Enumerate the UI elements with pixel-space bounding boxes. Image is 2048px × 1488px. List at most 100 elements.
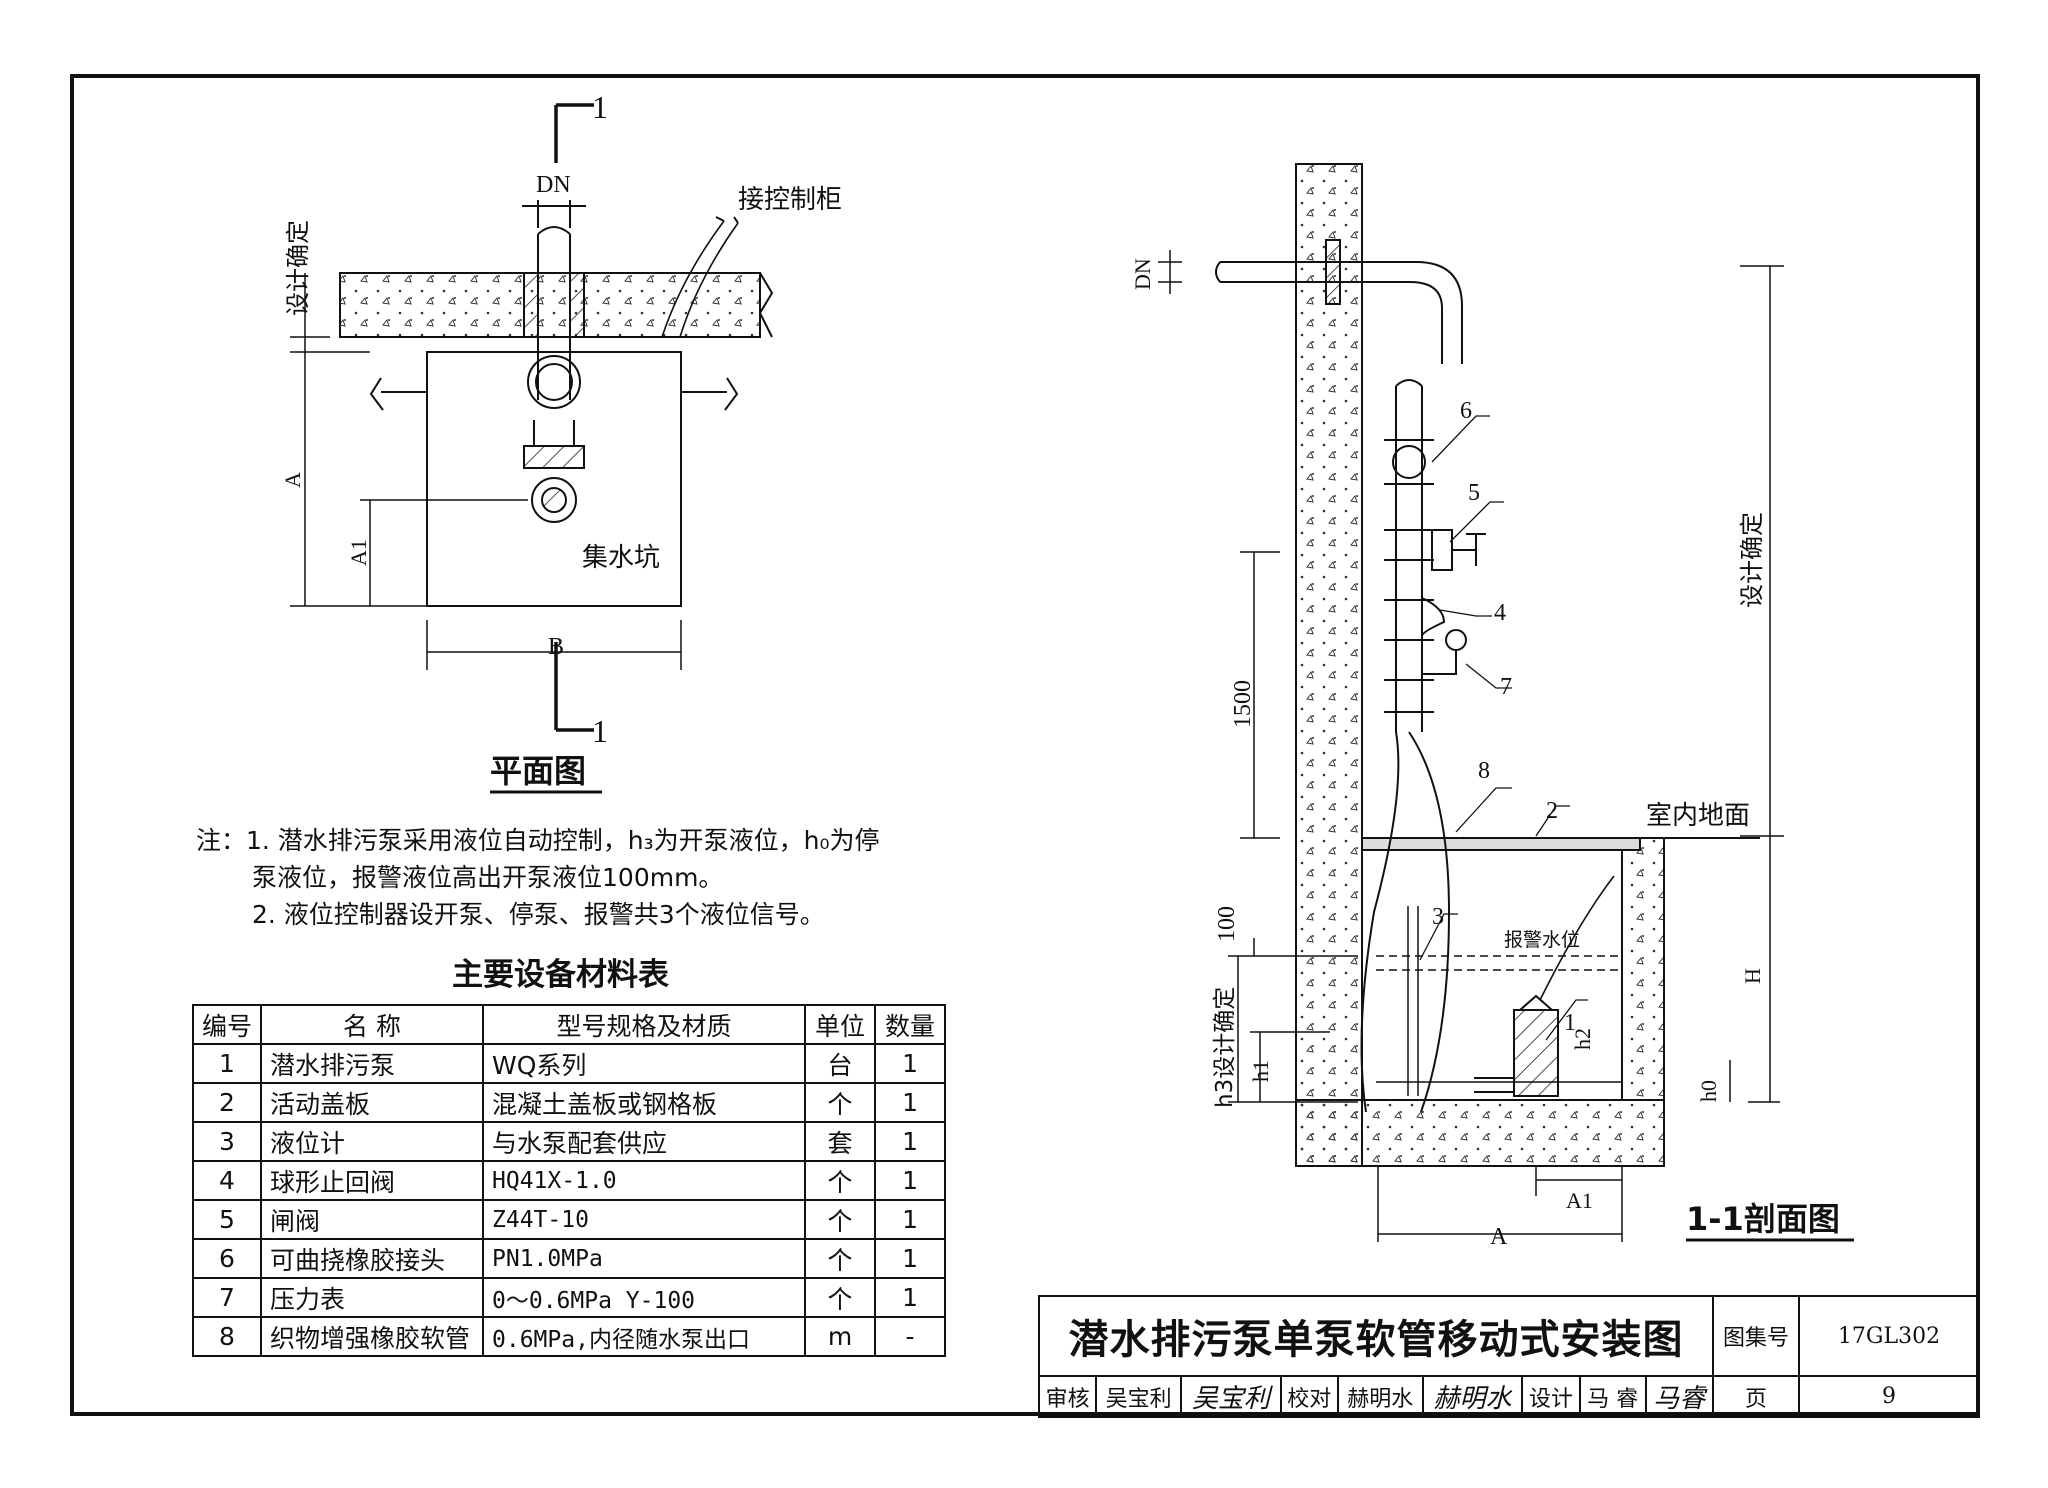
cell-name: 织物增强橡胶软管 [260,1316,485,1357]
designer-name: 马 睿 [1578,1375,1647,1418]
section-dn-label: DN [1130,258,1155,290]
cell-no: 6 [191,1238,263,1279]
cell-qty: 1 [874,1160,947,1201]
designer-signature: 马睿 [1644,1375,1715,1418]
check-label: 校对 [1279,1375,1339,1418]
sump-label: 集水坑 [582,543,660,573]
cell-qty: 1 [874,1082,947,1123]
note-line-3: 2. 液位控制器设开泵、停泵、报警共3个液位信号。 [252,900,825,929]
section-mark-label-bottom: 1 [592,713,608,749]
cell-unit: 个 [804,1082,877,1123]
alarm-level-label: 报警水位 [1504,929,1580,951]
pump [1513,1009,1559,1097]
cell-unit: m [804,1316,877,1357]
dim-1500: 1500 [1230,680,1256,728]
cell-name: 活动盖板 [260,1082,485,1123]
cell-no: 2 [191,1082,263,1123]
indoor-floor-label: 室内地面 [1646,801,1750,831]
dim-h0: h0 [1696,1080,1721,1102]
dim-A1: A1 [1566,1188,1593,1213]
title-block: 潜水排污泵单泵软管移动式安装图 图集号 17GL302 审核 吴宝利 吴宝利 校… [1037,1295,1980,1418]
h3-design-confirm: h3设计确定 [1212,987,1238,1108]
plan-dim-a1: A1 [346,539,371,566]
design-label: 设计 [1521,1375,1581,1418]
table-row: 1 潜水排污泵 WQ系列 台 1 [191,1043,947,1084]
col-header-no: 编号 [191,1004,263,1045]
reviewer-name: 吴宝利 [1095,1375,1182,1418]
dim-h2: h2 [1570,1028,1595,1050]
cell-unit: 个 [804,1160,877,1201]
control-cabinet-label: 接控制柜 [738,185,842,215]
notes: 注：1. 潜水排污泵采用液位自动控制，h₃为开泵液位，h₀为停 泵液位，报警液位… [196,822,880,933]
title-underlines [490,790,1854,1242]
cell-name: 闸阀 [260,1199,485,1240]
floor-slab [339,272,761,338]
section-mark-label-top: 1 [592,89,608,125]
cell-qty: - [874,1316,947,1357]
cell-unit: 个 [804,1199,877,1240]
plan-dim-a: A [280,472,305,488]
cell-spec: 混凝土盖板或钢格板 [482,1082,807,1123]
col-header-qty: 数量 [874,1004,947,1045]
table-row: 2 活动盖板 混凝土盖板或钢格板 个 1 [191,1082,947,1123]
cell-name: 可曲挠橡胶接头 [260,1238,485,1279]
review-label: 审核 [1037,1375,1098,1418]
drawing-sheet-frame [70,74,1980,1416]
cell-spec: Z44T-10 [482,1199,807,1240]
note-line-1: 注：1. 潜水排污泵采用液位自动控制，h₃为开泵液位，h₀为停 [196,826,880,855]
table-row: 4 球形止回阀 HQ41X-1.0 个 1 [191,1160,947,1201]
note-line-2: 泵液位，报警液位高出开泵液位100mm。 [252,863,724,892]
item-label-7: 7 [1500,674,1512,700]
plan-design-confirm: 设计确定 [284,220,312,316]
cell-spec: 与水泵配套供应 [482,1121,807,1162]
table-row: 6 可曲挠橡胶接头 PN1.0MPa 个 1 [191,1238,947,1279]
col-header-unit: 单位 [804,1004,877,1045]
cell-spec: 0～0.6MPa Y-100 [482,1277,807,1318]
section-view [1158,163,1784,1242]
dim-A: A [1490,1224,1508,1250]
cell-no: 7 [191,1277,263,1318]
cell-unit: 套 [804,1121,877,1162]
cell-name: 潜水排污泵 [260,1043,485,1084]
page-label: 页 [1712,1375,1800,1418]
reviewer-signature: 吴宝利 [1180,1375,1282,1418]
cell-qty: 1 [874,1121,947,1162]
plan-title: 平面图 [490,752,586,790]
pit-floor [1295,1099,1665,1167]
item-label-3: 3 [1432,904,1444,930]
cell-qty: 1 [874,1277,947,1318]
drawing-labels: 1 1 DN 接控制柜 设计确定 A A1 B 集水坑 平面图 DN 设计确定 … [280,89,1840,1250]
checker-name: 赫明水 [1336,1375,1424,1418]
cell-qty: 1 [874,1043,947,1084]
cell-no: 8 [191,1316,263,1357]
plan-view [290,103,774,732]
plan-dn-label: DN [536,172,571,198]
item-label-5: 5 [1468,480,1480,506]
equipment-table-title: 主要设备材料表 [452,957,669,993]
dim-100: 100 [1214,906,1240,942]
cell-no: 3 [191,1121,263,1162]
cell-qty: 1 [874,1238,947,1279]
cell-no: 4 [191,1160,263,1201]
item-label-2: 2 [1546,798,1558,824]
table-row: 7 压力表 0～0.6MPa Y-100 个 1 [191,1277,947,1318]
col-header-spec: 型号规格及材质 [482,1004,807,1045]
wall [1295,163,1363,1167]
cell-no: 1 [191,1043,263,1084]
table-row: 3 液位计 与水泵配套供应 套 1 [191,1121,947,1162]
cell-name: 球形止回阀 [260,1160,485,1201]
cell-spec: 0.6MPa,内径随水泵出口 [482,1316,807,1357]
equipment-table: 编号 名 称 型号规格及材质 单位 数量 1 潜水排污泵 WQ系列 台 1 2 … [191,1004,947,1357]
table-row: 5 闸阀 Z44T-10 个 1 [191,1199,947,1240]
atlas-label: 图集号 [1712,1295,1800,1377]
item-label-6: 6 [1460,398,1472,424]
plan-dim-b: B [548,634,564,660]
item-label-1: 1 [1564,1010,1576,1036]
drawing-title: 潜水排污泵单泵软管移动式安装图 [1038,1295,1714,1377]
section-design-confirm: 设计确定 [1738,512,1766,608]
section-title: 1-1剖面图 [1686,1200,1840,1238]
cell-unit: 个 [804,1238,877,1279]
item-label-4: 4 [1494,600,1506,626]
table-row: 8 织物增强橡胶软管 0.6MPa,内径随水泵出口 m - [191,1316,947,1357]
